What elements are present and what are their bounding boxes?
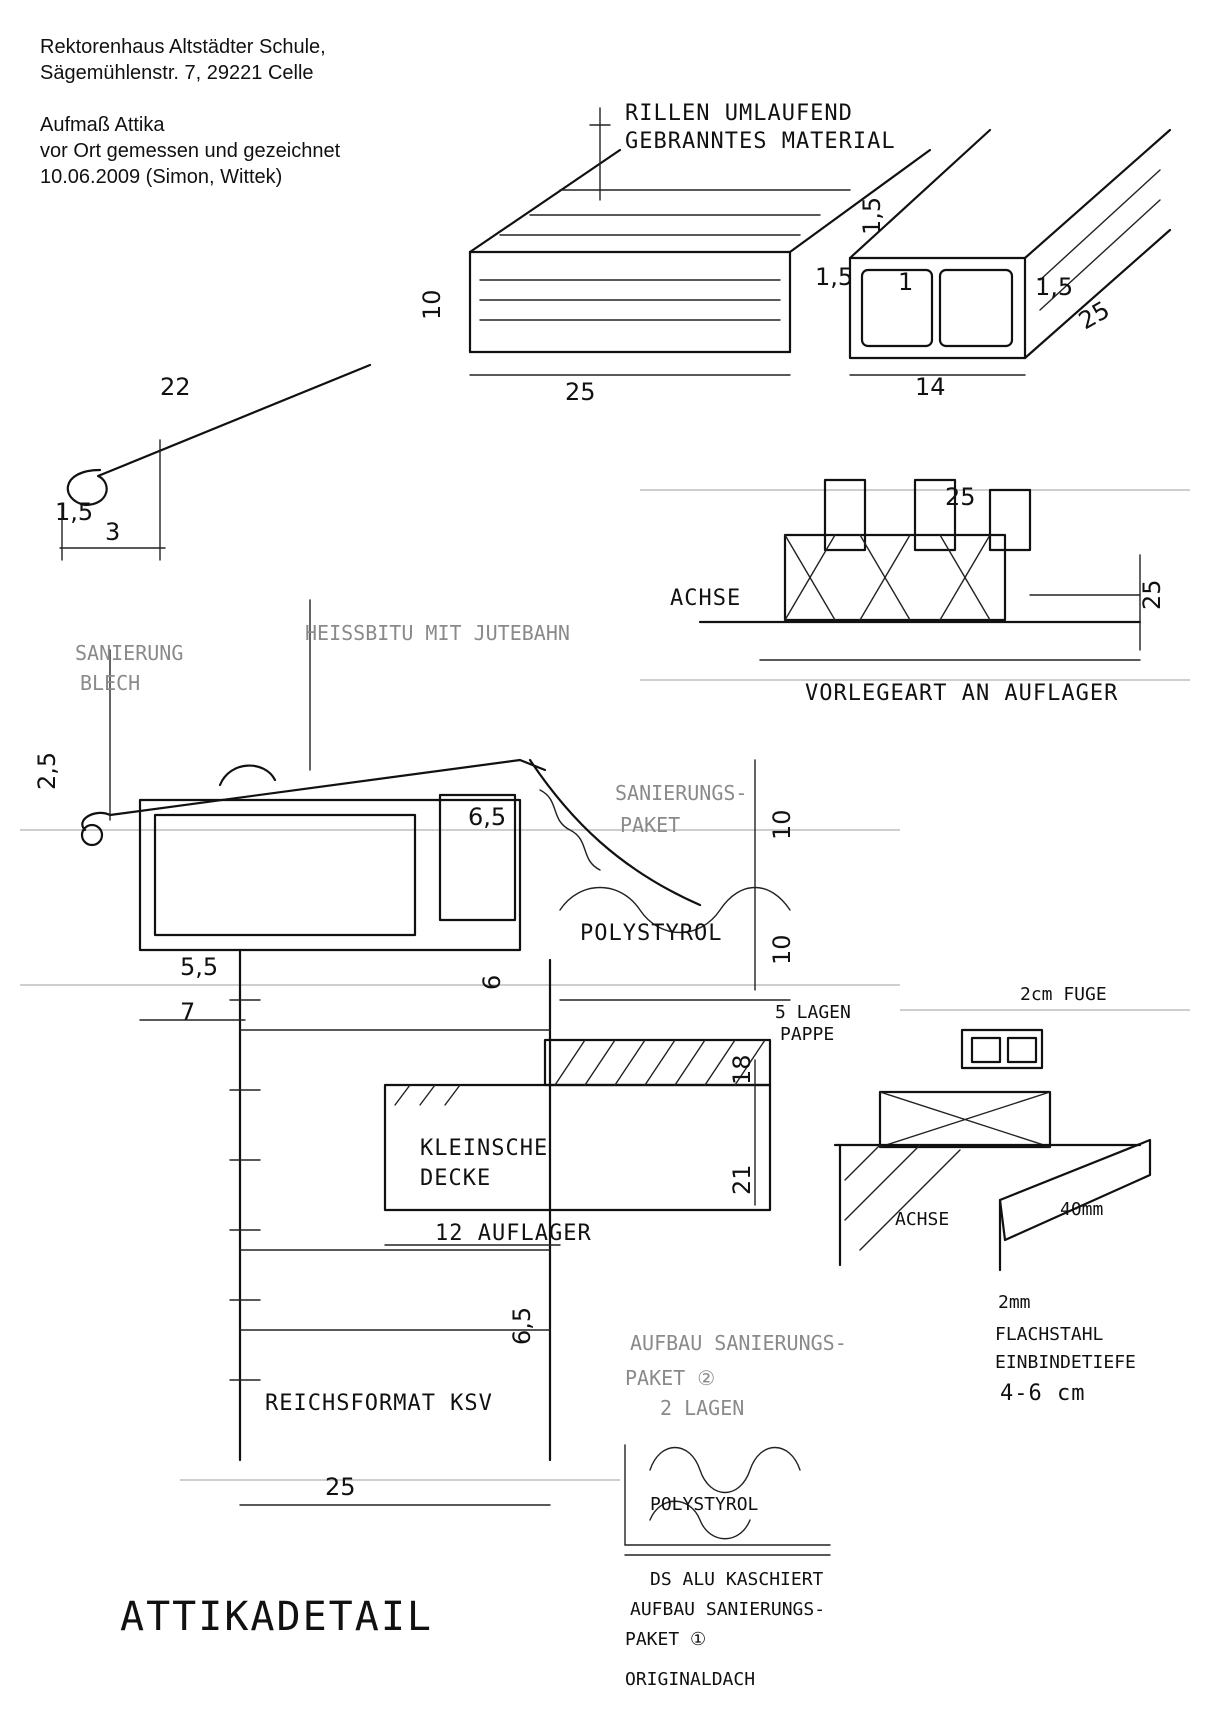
header-line-4: vor Ort gemessen und gezeichnet <box>40 140 341 162</box>
dim-1-5b: 1,5 <box>858 197 886 235</box>
label-achse-1: ACHSE <box>670 586 741 611</box>
dim-7: 7 <box>180 998 195 1026</box>
label-rillen-2: GEBRANNTES MATERIAL <box>625 129 896 154</box>
attika-section <box>80 599 791 1506</box>
brick-isometric-sketch <box>468 107 1172 376</box>
label-aufbau1-1: AUFBAU SANIERUNGS- <box>630 1599 825 1620</box>
dim-18: 18 <box>728 1054 756 1085</box>
label-attikadetail: ATTIKADETAIL <box>120 1594 433 1640</box>
dim-10c: 10 <box>768 934 796 965</box>
label-aufbau2-1: AUFBAU SANIERUNGS- <box>630 1331 847 1355</box>
header-line-1: Rektorenhaus Altstädter Schule, <box>40 36 326 58</box>
label-flachstahl: FLACHSTAHL <box>995 1324 1104 1345</box>
dim-25c: 25 <box>945 483 976 511</box>
label-lagen-pappe-2: PAPPE <box>780 1024 834 1045</box>
dim-1-5d: 1,5 <box>1035 273 1073 301</box>
dim-6-5b: 6,5 <box>508 1307 536 1345</box>
label-aufbau2-2: PAKET ② <box>625 1366 715 1390</box>
label-polystyrol-2: POLYSTYROL <box>650 1494 759 1515</box>
label-einbindetiefe: EINBINDETIEFE <box>995 1352 1136 1373</box>
label-lagen-pappe-1: 5 LAGEN <box>775 1002 851 1023</box>
header-line-3: Aufmaß Attika <box>40 114 165 136</box>
dim-1-5a: 1,5 <box>55 498 93 526</box>
header-line-2: Sägemühlenstr. 7, 29221 Celle <box>40 62 314 84</box>
label-polystyrol-1: POLYSTYROL <box>580 921 722 946</box>
header-text: Rektorenhaus Altstädter Schule, Sägemühl… <box>40 34 340 190</box>
dim-1-5c: 1,5 <box>815 263 853 291</box>
label-sanierungspaket-2: PAKET <box>620 813 680 837</box>
aufbau-sketch <box>624 1444 831 1556</box>
dim-25a: 25 <box>565 378 596 406</box>
label-40mm: 40mm <box>1060 1199 1103 1220</box>
label-aufbau2-3: 2 LAGEN <box>660 1396 744 1420</box>
label-2mm: 2mm <box>998 1292 1031 1313</box>
dim-10b: 10 <box>768 809 796 840</box>
dim-22: 22 <box>160 373 191 401</box>
dim-14: 14 <box>915 373 946 401</box>
label-auflager: 12 AUFLAGER <box>435 1221 592 1246</box>
header-line-5: 10.06.2009 (Simon, Wittek) <box>40 166 283 188</box>
dim-2-5: 2,5 <box>33 752 61 790</box>
label-aufbau1-2: PAKET ① <box>625 1629 706 1650</box>
dimension-numbers: 22 1,5 3 10 25 1,5 1,5 1 1,5 14 25 25 25… <box>33 197 1166 1501</box>
label-alu: DS ALU KASCHIERT <box>650 1569 824 1590</box>
hook-sketch <box>59 363 372 561</box>
label-originaldach: ORIGINALDACH <box>625 1669 755 1690</box>
dim-21: 21 <box>728 1164 756 1195</box>
dim-25f: 25 <box>325 1473 356 1501</box>
dim-1: 1 <box>898 268 913 296</box>
label-kleinsche-2: DECKE <box>420 1166 491 1191</box>
label-sanierungspaket-1: SANIERUNGS- <box>615 781 747 805</box>
label-4-6cm: 4-6 cm <box>1000 1381 1085 1406</box>
label-achse-2: ACHSE <box>895 1209 949 1230</box>
label-kleinsche-1: KLEINSCHE <box>420 1136 548 1161</box>
label-reichsformat: REICHSFORMAT KSV <box>265 1391 493 1416</box>
label-fuge: 2cm FUGE <box>1020 984 1107 1005</box>
dim-25d: 25 <box>1138 579 1166 610</box>
flachstahl-sketch <box>833 1028 1152 1272</box>
label-heissbitu: HEISSBITU MIT JUTEBAHN <box>305 621 570 645</box>
label-sanierung-blech-1: SANIERUNG <box>75 641 183 665</box>
dim-6: 6 <box>478 975 506 990</box>
dim-10a: 10 <box>418 289 446 320</box>
label-vorlegeart: VORLEGEART AN AUFLAGER <box>805 681 1118 706</box>
dim-25b: 25 <box>1074 296 1114 336</box>
vorlegeart-sketch <box>698 478 1142 661</box>
handwritten-labels: RILLEN UMLAUFEND GEBRANNTES MATERIAL SAN… <box>75 101 1136 1690</box>
ghost-lines <box>20 489 1190 1481</box>
dim-3: 3 <box>105 518 120 546</box>
label-sanierung-blech-2: BLECH <box>80 671 140 695</box>
dim-6-5a: 6,5 <box>468 803 506 831</box>
label-rillen-1: RILLEN UMLAUFEND <box>625 101 853 126</box>
dim-5-5: 5,5 <box>180 953 218 981</box>
